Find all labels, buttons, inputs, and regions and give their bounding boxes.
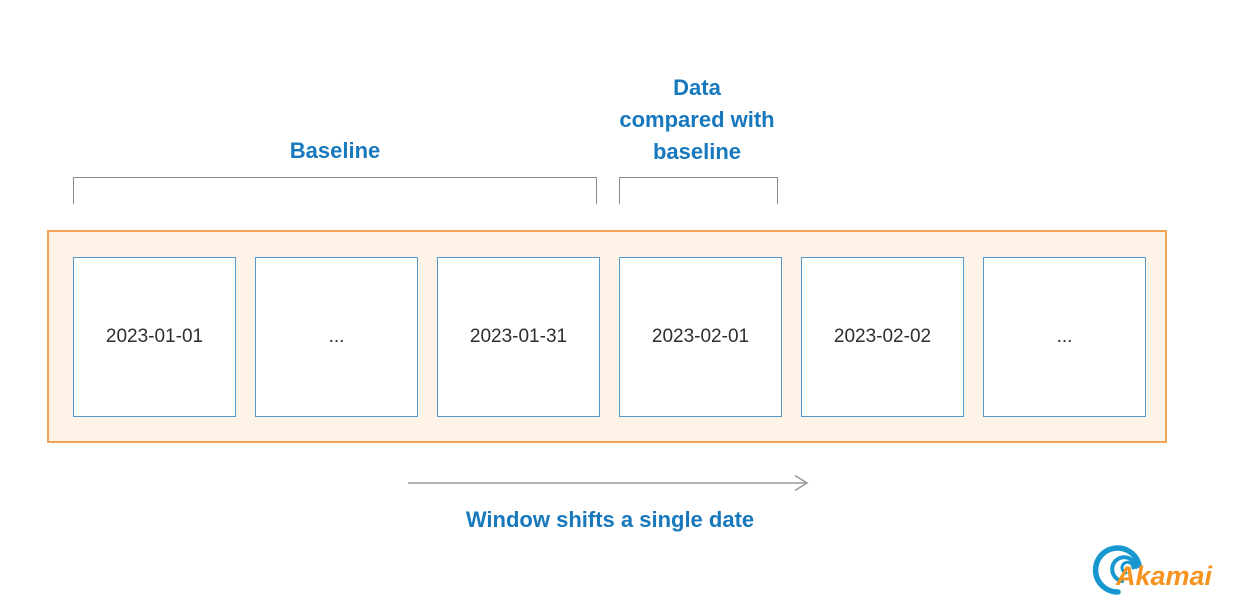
date-box-3: 2023-02-01	[619, 257, 782, 417]
window-shift-caption: Window shifts a single date	[465, 507, 755, 532]
sliding-window-container: 2023-01-01 ... 2023-01-31 2023-02-01 202…	[47, 230, 1167, 443]
baseline-label: Baseline	[289, 138, 381, 163]
shift-arrow-icon	[408, 472, 812, 499]
compared-label-line-3: baseline	[652, 139, 742, 164]
baseline-bracket	[73, 177, 597, 204]
akamai-logo-text: Akamai	[1115, 561, 1213, 591]
akamai-logo: Akamai	[1092, 543, 1218, 595]
date-box-4: 2023-02-02	[801, 257, 964, 417]
date-box-2: 2023-01-31	[437, 257, 600, 417]
date-box-ellipsis-1: ...	[255, 257, 418, 417]
compared-label-line-2: compared with	[619, 107, 775, 132]
akamai-wave-icon	[1092, 545, 1142, 595]
compared-label-line-1: Data	[673, 75, 721, 100]
date-box-ellipsis-2: ...	[983, 257, 1146, 417]
date-box-1: 2023-01-01	[73, 257, 236, 417]
compared-with-baseline-label: Data compared with baseline	[592, 72, 802, 168]
compared-bracket	[619, 177, 778, 204]
